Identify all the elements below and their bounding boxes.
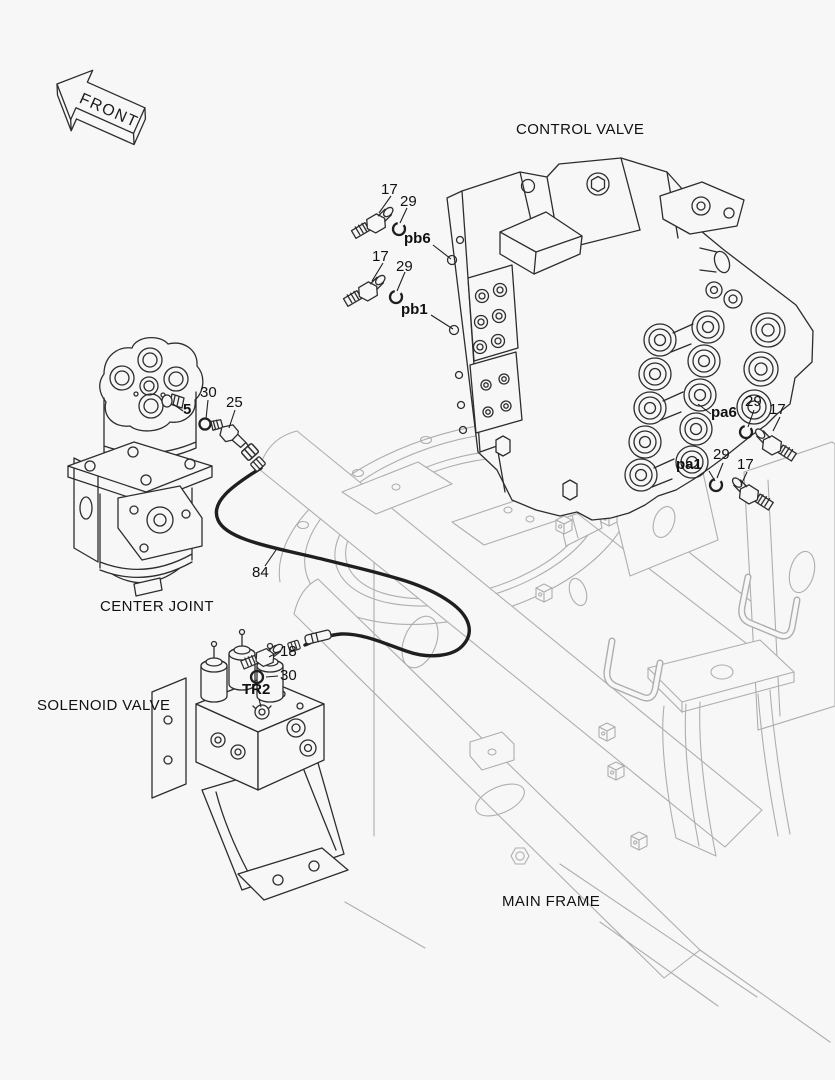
port-pb1 [448,324,460,336]
callout-tr2: TR2 [242,681,271,698]
o-ring-30-center-joint [198,417,212,431]
callout-18: 18 [280,643,297,660]
hose-84 [214,442,471,658]
callout-25: 25 [226,394,243,411]
callout-17-pa1: 17 [737,456,754,473]
callout-29-pa6: 29 [745,393,762,410]
elbow-fitting-17-pb6 [349,204,398,240]
callout-pb6: pb6 [404,230,431,247]
front-direction-arrow: FRONT [56,69,147,146]
callout-pa6: pa6 [711,404,737,421]
control-valve-label: CONTROL VALVE [516,121,645,138]
o-ring-30-solenoid [249,669,265,685]
callout-17-pb6: 17 [381,181,398,198]
callout-pb1: pb1 [401,301,428,318]
leader-lines [172,195,781,708]
callout-30-center-joint: 30 [200,384,217,401]
callout-84-hose: 84 [252,564,269,581]
callout-29-pa1: 29 [713,446,730,463]
main-frame-label: MAIN FRAME [502,893,601,910]
center-joint [67,337,213,597]
callout-17-pb1: 17 [372,248,389,265]
control-valve [446,157,814,521]
callout-30-solenoid: 30 [280,667,297,684]
elbow-fitting-17-pb1 [341,272,390,308]
callout-5: 5 [183,401,192,418]
center-joint-label: CENTER JOINT [100,598,214,615]
port-tr2 [252,704,272,720]
valve-caps [624,247,786,492]
callout-29-pb1: 29 [396,258,413,275]
adapter-25 [206,416,254,450]
callout-17-pa6: 17 [769,401,786,418]
o-ring-29-pa1 [706,475,726,495]
callout-pa1: pa1 [676,456,702,473]
solenoid-valve [151,628,349,901]
port-pb6 [446,254,458,266]
elbow-fitting-17-pa6 [750,426,800,463]
solenoid-coils [200,628,284,703]
main-frame-structure [258,399,835,1043]
callout-29-pb6: 29 [400,193,417,210]
fittings [198,204,800,685]
solenoid-valve-label: SOLENOID VALVE [37,697,171,714]
